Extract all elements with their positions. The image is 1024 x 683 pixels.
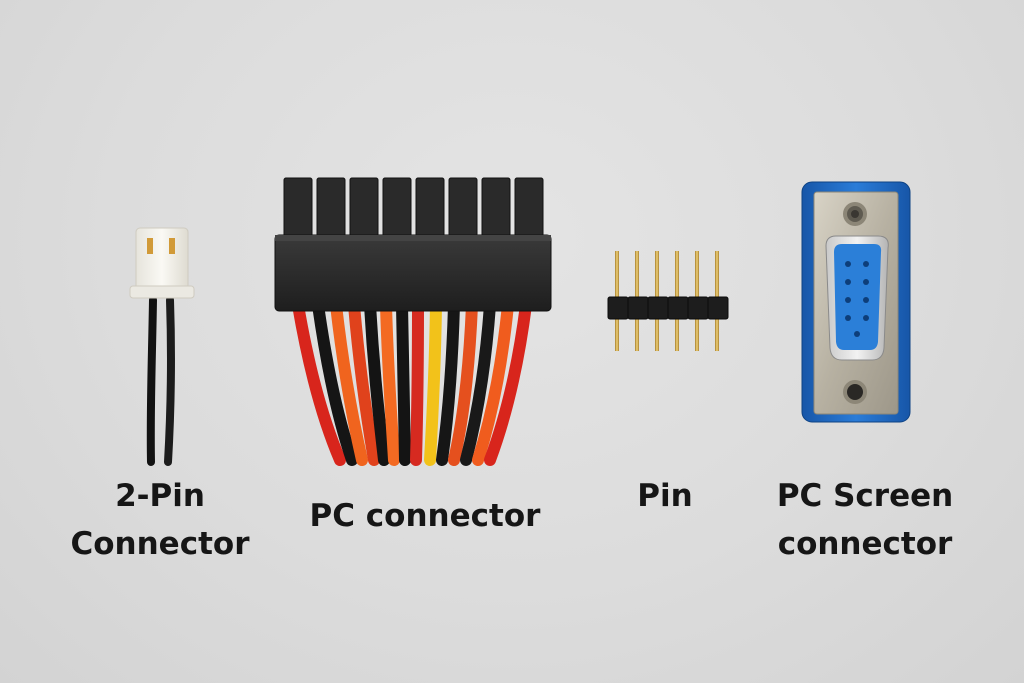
pin-header: [605, 245, 735, 355]
orange-wire: [472, 299, 514, 466]
black-wire: [364, 299, 390, 466]
pc-screen-connector: [800, 180, 915, 425]
pc-power-connector: [270, 175, 555, 470]
black-wire: [396, 299, 411, 466]
orange-wire: [348, 299, 380, 466]
black-wire: [146, 296, 157, 466]
label-line: PC Screen: [776, 478, 954, 514]
orange-wire: [448, 299, 478, 466]
pin-header-graphic: [607, 251, 729, 351]
label-line: connector: [777, 526, 953, 562]
label-pin: Pin: [637, 478, 693, 514]
black-wire: [312, 299, 358, 466]
two-pin-connector: [120, 220, 210, 470]
black-wire: [460, 299, 496, 466]
two-pin-connector-graphic: [129, 227, 195, 466]
pc-screen-connector-graphic: [801, 181, 911, 423]
orange-wire: [380, 299, 400, 466]
red-wire: [410, 299, 424, 466]
black-wire: [436, 299, 460, 466]
red-wire: [484, 299, 532, 466]
pc-power-connector-graphic: [274, 177, 552, 466]
label-line: Connector: [70, 526, 250, 562]
black-wire: [164, 296, 176, 466]
label-pc-screen-connector: PC Screen connector: [755, 472, 975, 568]
yellow-wire: [424, 299, 442, 466]
orange-wire: [330, 299, 368, 466]
label-2-pin-connector: 2-Pin Connector: [60, 472, 260, 568]
red-wire: [292, 299, 346, 466]
label-line: 2-Pin: [115, 478, 205, 514]
label-pc-connector: PC connector: [309, 498, 541, 534]
